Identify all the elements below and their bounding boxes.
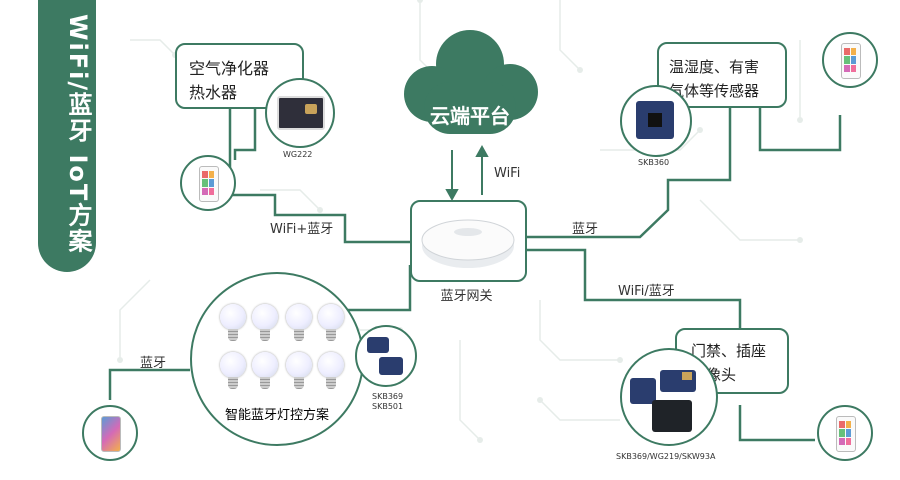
banner-title: WiFi/蓝牙 IoT方案 (64, 14, 92, 255)
title-banner: WiFi/蓝牙 IoT方案 (38, 0, 96, 272)
skb501-label: SKB501 (372, 402, 404, 411)
bulb-icon (252, 304, 278, 342)
line-gateway-to-sensors (525, 105, 732, 239)
line-gateway-to-access (525, 248, 742, 330)
phone-icon (199, 166, 219, 202)
wg222-label: WG222 (283, 150, 313, 159)
phone-icon (836, 416, 856, 452)
gateway-box (410, 200, 527, 282)
skb369-module-icon (630, 378, 656, 404)
line-gateway-to-lighting (330, 265, 412, 312)
line-sensors-to-phone (758, 105, 842, 152)
wifi-bluetooth-link-label: WiFi+蓝牙 (270, 222, 334, 237)
skb360-label: SKB360 (638, 158, 670, 167)
bulb-icon (252, 352, 278, 390)
bluetooth-right-link-label: 蓝牙 (572, 222, 599, 237)
line-lighting-to-phone (108, 368, 190, 400)
bulb-icon (220, 304, 246, 342)
skb369-module-circle (355, 325, 417, 387)
skb369-label: SKB369 (372, 392, 404, 401)
sensors-line1: 温湿度、有害 (669, 58, 760, 76)
bulb-icon (220, 352, 246, 390)
access-modules-circle (620, 348, 718, 446)
bluetooth-left-link-label: 蓝牙 (140, 356, 167, 371)
skw93a-module-icon (652, 400, 692, 432)
skb360-module-circle (620, 85, 692, 157)
router-icon (421, 219, 515, 268)
wg222-chip-icon (277, 96, 325, 130)
line-air-to-phone (233, 100, 257, 160)
skb360-chip-icon (636, 101, 674, 139)
bulb-icon (318, 304, 344, 342)
line-access-to-phone (738, 405, 815, 442)
skb501-chip-icon (379, 357, 403, 375)
wifi-uplink-label: WiFi (494, 166, 521, 181)
gateway-label: 蓝牙网关 (440, 289, 493, 304)
bulb-icon (318, 352, 344, 390)
bulb-icon (286, 352, 312, 390)
access-modules-label: SKB369/WG219/SKW93A (616, 452, 716, 461)
bulb-icon (286, 304, 312, 342)
access-line1: 门禁、插座 (691, 342, 767, 360)
phone-circle-right-top (822, 32, 878, 88)
skb369-chip-icon (367, 337, 389, 353)
phone-circle-left-bottom (82, 405, 138, 461)
lighting-label: 智能蓝牙灯控方案 (224, 408, 329, 423)
air-purifier-line1: 空气净化器 (189, 59, 270, 78)
cloud-label: 云端平台 (430, 104, 510, 128)
lighting-circle: 智能蓝牙灯控方案 (190, 272, 364, 446)
phone-icon (101, 416, 121, 452)
wg222-module-circle (265, 78, 335, 148)
air-purifier-line2: 热水器 (189, 83, 238, 102)
sensors-line2: 气体等传感器 (669, 82, 760, 100)
phone-circle-left-top (180, 155, 236, 211)
cloud-icon (404, 30, 538, 134)
phone-icon (841, 43, 861, 79)
wg219-module-icon (660, 370, 696, 392)
phone-circle-right-bottom (817, 405, 873, 461)
wifi-bluetooth-right-link-label: WiFi/蓝牙 (618, 284, 675, 299)
